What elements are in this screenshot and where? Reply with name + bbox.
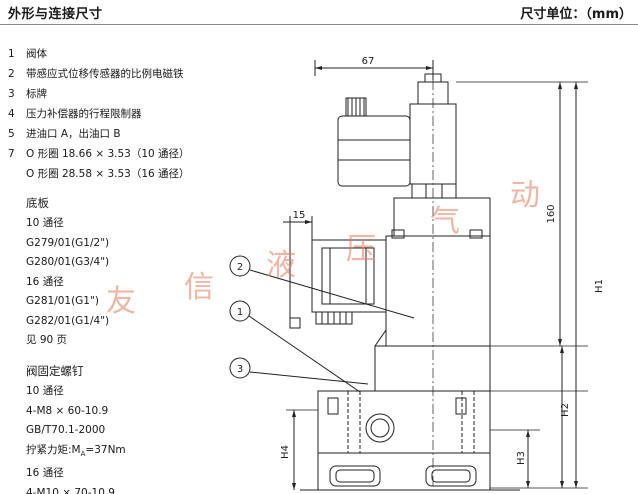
callout-3-leader bbox=[249, 371, 369, 385]
legend-item: O 形圈 28.58 × 3.53（16 通径） bbox=[26, 168, 190, 180]
connector-tip bbox=[424, 73, 442, 83]
valve-lower-body bbox=[374, 345, 491, 392]
base-plate-section: 底板 10 通径 G279/01(G1/2") G280/01(G3/4") 1… bbox=[26, 192, 109, 351]
base-plate-line: G282/01(G1/4") bbox=[26, 314, 110, 327]
base-plate-line: G280/01(G3/4") bbox=[26, 256, 110, 268]
h2-label: H2 bbox=[560, 403, 571, 417]
watermark-char: 友 bbox=[106, 284, 136, 319]
h1-label: H1 bbox=[594, 279, 605, 293]
callout-1-leader bbox=[248, 315, 361, 393]
screws-line: GB/T70.1-2000 bbox=[26, 424, 106, 436]
plug-connector bbox=[337, 115, 411, 187]
callout-1-circle bbox=[229, 300, 251, 322]
screws-line: 10 通径 bbox=[26, 385, 64, 397]
callout-3-circle bbox=[229, 357, 251, 379]
callout-3-label: 3 bbox=[237, 364, 243, 375]
unit-label: 尺寸单位：（mm） bbox=[520, 7, 632, 22]
base-plate-line: G281/01(G1") bbox=[26, 295, 99, 307]
watermark-char: 液 bbox=[266, 248, 296, 283]
base-plate-heading: 底板 bbox=[26, 196, 49, 210]
watermark-char: 压 bbox=[346, 232, 376, 267]
screws-line: 4-M10 × 70-10.9 bbox=[26, 486, 115, 494]
base-plate-line: 见 90 页 bbox=[26, 334, 68, 346]
housing-bolt-right bbox=[469, 229, 483, 239]
h4-label: H4 bbox=[280, 445, 291, 459]
stroke-limiter-inner bbox=[321, 247, 375, 305]
callout-1-label: 1 bbox=[237, 307, 243, 318]
plug-grooves bbox=[338, 139, 410, 161]
base-plate bbox=[317, 390, 491, 454]
watermark-char: 动 bbox=[510, 178, 540, 213]
screws-heading: 阀固定螺钉 bbox=[26, 364, 84, 378]
screws-section: 阀固定螺钉 10 通径 4-M8 × 60-10.9 GB/T70.1-2000… bbox=[26, 360, 126, 494]
bottom-oring-left bbox=[329, 465, 381, 487]
page-title: 外形与连接尺寸 bbox=[8, 7, 103, 22]
housing-bolt-left bbox=[391, 229, 405, 239]
base-plate-line: 16 通径 bbox=[26, 275, 64, 288]
callout-2-label: 2 bbox=[237, 262, 243, 273]
dim-15-label: 15 bbox=[293, 210, 306, 221]
header-divider bbox=[0, 24, 638, 25]
h3-label: H3 bbox=[516, 451, 527, 465]
watermark-char: 气 bbox=[430, 204, 460, 239]
limiter-pin bbox=[289, 317, 301, 329]
bottom-oring-right bbox=[425, 465, 477, 487]
dim-160-label: 160 bbox=[546, 204, 557, 223]
watermark-char: 信 bbox=[184, 270, 214, 305]
base-plate-line: G279/01(G1/2") bbox=[26, 236, 110, 249]
valve-housing bbox=[385, 235, 491, 347]
callout-2-leader bbox=[249, 269, 415, 319]
port-hole bbox=[365, 413, 395, 443]
torque-line: 拧紧力矩:MA=37Nm bbox=[26, 443, 126, 458]
callout-2-circle bbox=[229, 255, 251, 277]
screws-line: 4-M8 × 60-10.9 bbox=[26, 404, 109, 417]
dim-67-label: 67 bbox=[362, 56, 375, 67]
screws-line: 16 通径 bbox=[26, 467, 64, 480]
base-plate-line: 10 通径 bbox=[26, 217, 64, 229]
